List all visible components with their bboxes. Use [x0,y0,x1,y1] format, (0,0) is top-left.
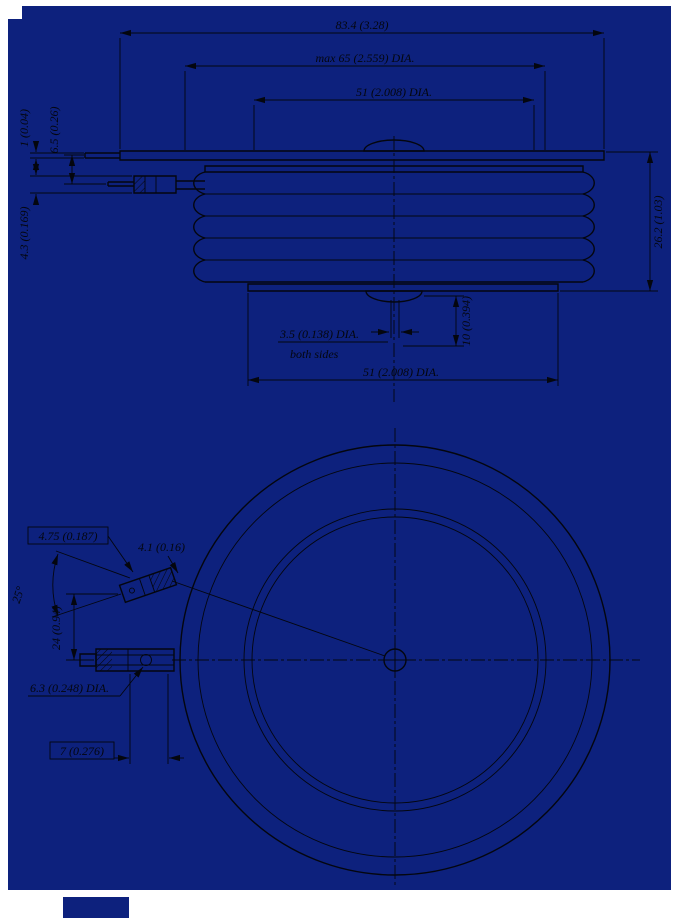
dim-terminal-end-length-label: 7 (0.276) [60,744,104,758]
dim-gate-lead-height: 4.3 (0.169) [17,164,132,260]
dim-gate-terminal-tip: 4.1 (0.16) [138,540,185,574]
dim-gate-angle-label: 25° [9,584,28,604]
dim-center-hole-note: both sides [290,347,339,361]
main-terminal-horizontal [79,648,181,672]
dim-overall-width-label: 83.4 (3.28) [336,18,389,32]
top-flange [119,150,605,161]
bottom-left-tab [63,897,129,918]
dim-terminal-hole-dia: 6.3 (0.248) DIA. [28,666,144,697]
gate-lead-line [171,580,386,657]
dim-pole-dia-top-label: 51 (2.008) DIA. [356,85,432,99]
top-center-boss [363,139,425,152]
corner-cutout [8,6,22,19]
dim-pole-dia-top: 51 (2.008) DIA. [253,85,535,150]
dim-terminal-hole-dia-label: 6.3 (0.248) DIA. [30,681,109,695]
gate-terminal-angled [118,566,178,604]
center-mark [378,643,412,677]
dim-flange-thickness: 1 (0.04) [17,109,84,170]
dim-terminal-end-length: 7 (0.276) [49,674,184,764]
dim-max-body-dia-label: max 65 (2.559) DIA. [316,51,415,65]
dim-gate-angle: 25° [9,550,131,618]
sheet-background [8,6,671,890]
dim-flange-thickness-label: 1 (0.04) [17,109,31,147]
dim-lead-offset-label: 6.5 (0.26) [47,107,61,154]
dim-terminal-offset-label: 24 (0.94) [49,606,63,650]
dim-center-hole: 3.5 (0.138) DIA. both sides [278,327,419,361]
concentric-circles [179,444,611,876]
side-section-view [84,136,605,402]
gate-connector-side [107,175,205,194]
dim-overall-width: 83.4 (3.28) [119,18,605,149]
dim-recess-depth-label: 10 (0.394) [459,296,473,346]
dim-recess-depth: 10 (0.394) [403,295,473,347]
center-hole [390,300,400,338]
dim-pole-dia-bottom: 51 (2.008) DIA. [247,293,559,386]
dim-overall-height-label: 26.2 (1.03) [651,196,665,249]
dim-max-body-dia: max 65 (2.559) DIA. [184,51,546,150]
dim-overall-height: 26.2 (1.03) [560,151,665,292]
dim-lead-offset: 6.5 (0.26) [47,107,106,185]
bottom-center-boss [365,290,423,303]
dim-pole-dia-bottom-label: 51 (2.008) DIA. [363,365,439,379]
ceramic-body [193,165,595,283]
dim-gate-terminal-width-label: 4.75 (0.187) [39,529,98,543]
dim-gate-terminal-tip-label: 4.1 (0.16) [138,540,185,554]
bottom-flange [247,283,559,292]
gate-lead-strip [84,152,120,159]
dim-center-hole-label: 3.5 (0.138) DIA. [279,327,359,341]
plan-view [79,428,640,888]
dim-terminal-offset: 24 (0.94) [49,593,118,661]
dim-gate-terminal-width: 4.75 (0.187) [27,526,134,573]
dim-gate-lead-height-label: 4.3 (0.169) [17,207,31,260]
